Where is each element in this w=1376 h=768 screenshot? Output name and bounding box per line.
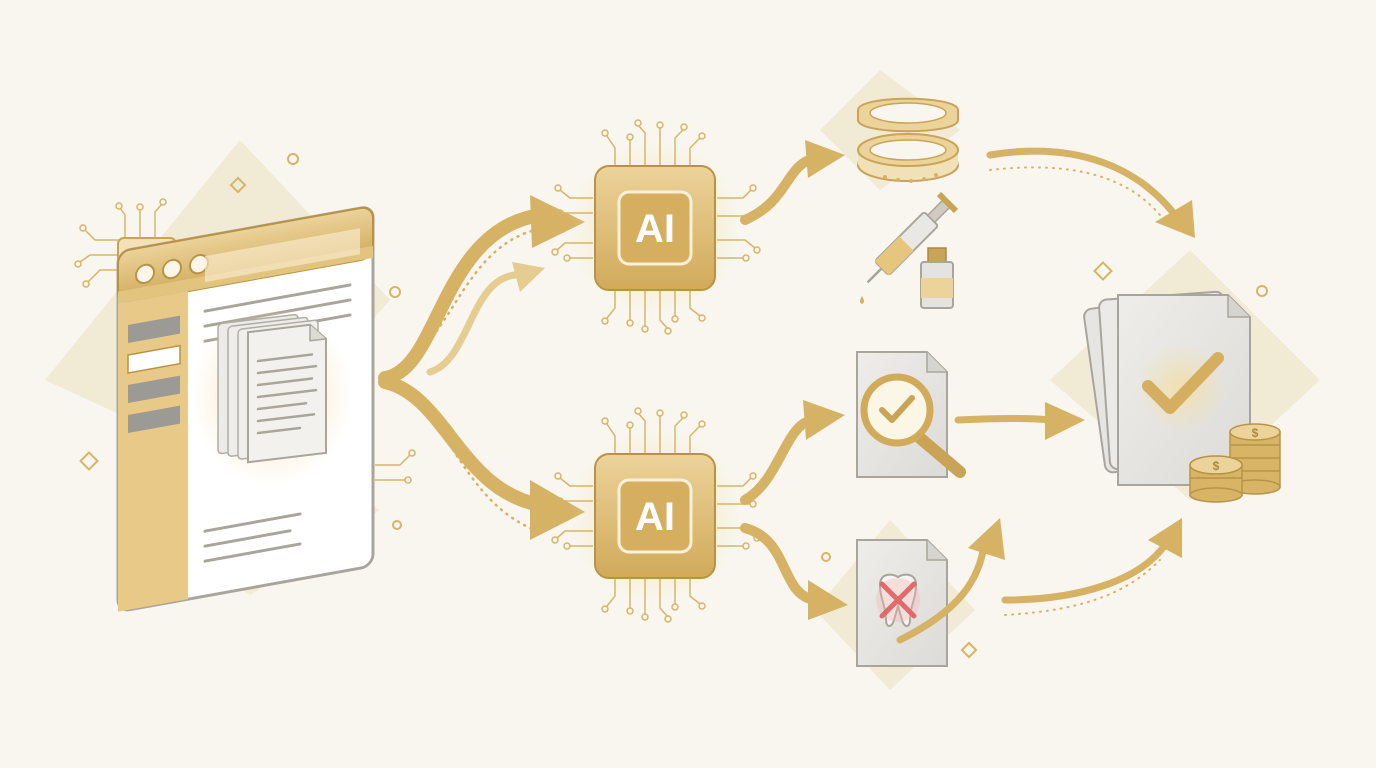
ai-chip-icon: AI — [551, 407, 761, 623]
svg-text:$: $ — [1252, 426, 1259, 440]
syringe-icon — [860, 191, 959, 304]
ai-chip-label: AI — [635, 207, 675, 251]
flow-to-final — [896, 147, 1195, 644]
ai-chip-top: AI — [551, 119, 761, 335]
browser-window-icon — [74, 198, 416, 612]
approved-documents-icon — [1083, 290, 1251, 486]
document-stack-icon — [192, 305, 352, 485]
flow-to-outputs — [740, 140, 848, 620]
ring-stack-icon — [857, 97, 959, 183]
document-search-check-icon — [856, 351, 966, 478]
coin-stack-short: $ — [1189, 455, 1243, 503]
vial-icon — [920, 247, 954, 309]
svg-text:$: $ — [1213, 459, 1220, 473]
ai-chip-bottom: AI — [551, 407, 761, 623]
ai-chip-icon: AI — [551, 119, 761, 335]
ai-chip-label: AI — [635, 495, 675, 539]
coin-stack-icon: $ $ — [1189, 423, 1281, 503]
flow-to-chips — [378, 195, 585, 540]
tooth-rejected-document-icon — [856, 539, 948, 667]
